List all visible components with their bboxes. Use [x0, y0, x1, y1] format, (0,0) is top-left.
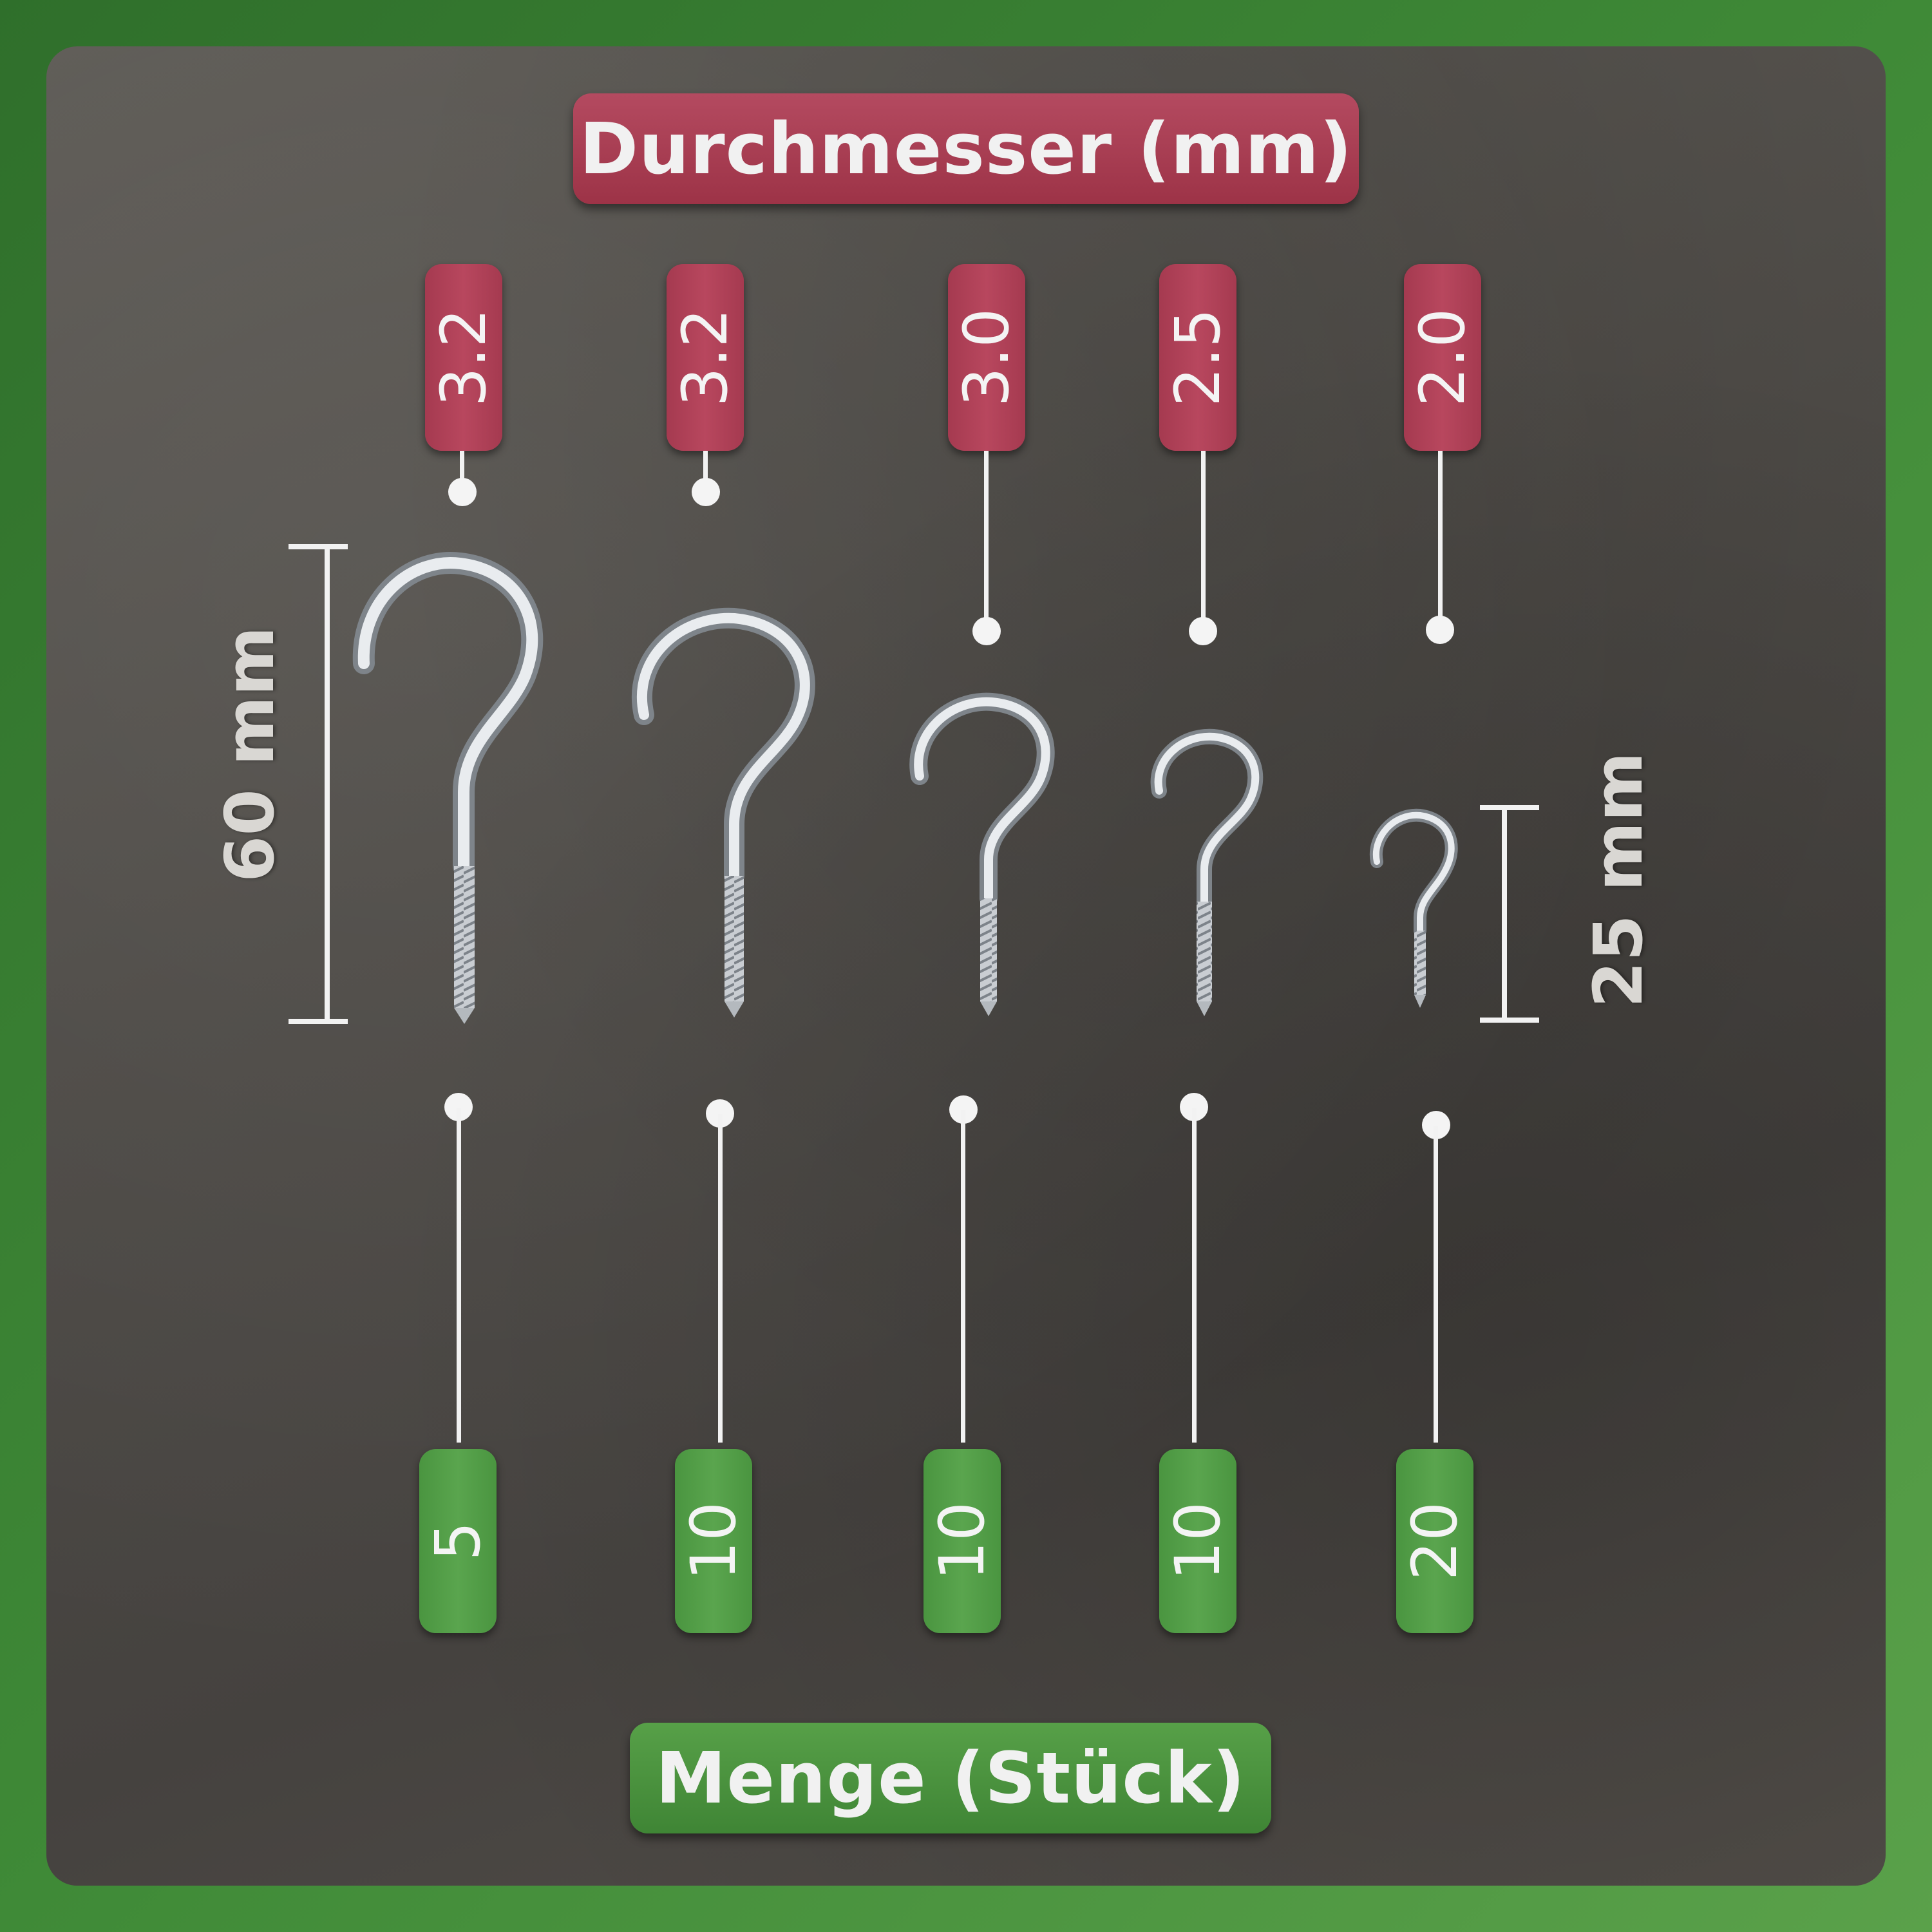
- diameter-connector-4: [1201, 451, 1206, 631]
- diameter-tag-3: 3.0: [948, 264, 1025, 451]
- quantity-connector-5: [1434, 1126, 1438, 1443]
- diameter-tag-4: 2.5: [1159, 264, 1236, 451]
- length-bracket-large-top: [289, 544, 348, 549]
- quantity-connector-1: [457, 1108, 461, 1443]
- diameter-tag-2: 3.2: [667, 264, 744, 451]
- quantity-title: Menge (Stück): [630, 1723, 1271, 1833]
- quantity-tag-1: 5: [419, 1449, 497, 1633]
- diameter-connector-3: [984, 451, 989, 631]
- diameter-title: Durchmesser (mm): [573, 93, 1359, 204]
- quantity-tag-4: 10: [1159, 1449, 1236, 1633]
- diameter-dot-2: [692, 478, 720, 506]
- quantity-tag-3: 10: [923, 1449, 1001, 1633]
- length-bracket-small-top: [1480, 805, 1539, 810]
- diameter-dot-5: [1426, 616, 1454, 644]
- diameter-dot-4: [1189, 617, 1217, 645]
- diameter-connector-5: [1438, 451, 1443, 631]
- diameter-tag-1: 3.2: [425, 264, 502, 451]
- hook-5: [1369, 808, 1458, 1008]
- quantity-tag-5: 20: [1396, 1449, 1473, 1633]
- quantity-tag-2: 10: [675, 1449, 752, 1633]
- diameter-connector-1: [460, 451, 464, 491]
- quantity-connector-2: [718, 1114, 723, 1443]
- diameter-connector-2: [703, 451, 708, 491]
- diameter-tag-5: 2.0: [1404, 264, 1481, 451]
- quantity-connector-4: [1192, 1108, 1197, 1443]
- length-bracket-large-bottom: [289, 1019, 348, 1024]
- diameter-dot-3: [972, 617, 1001, 645]
- hook-3: [909, 692, 1055, 1016]
- quantity-connector-3: [961, 1110, 965, 1443]
- diameter-dot-1: [448, 478, 477, 506]
- length-bracket-small-bottom: [1480, 1018, 1539, 1023]
- hook-1: [352, 552, 544, 1024]
- length-bracket-large: [325, 544, 330, 1024]
- length-bracket-small: [1502, 805, 1507, 1023]
- hook-4: [1150, 728, 1264, 1016]
- hook-2: [631, 607, 815, 1018]
